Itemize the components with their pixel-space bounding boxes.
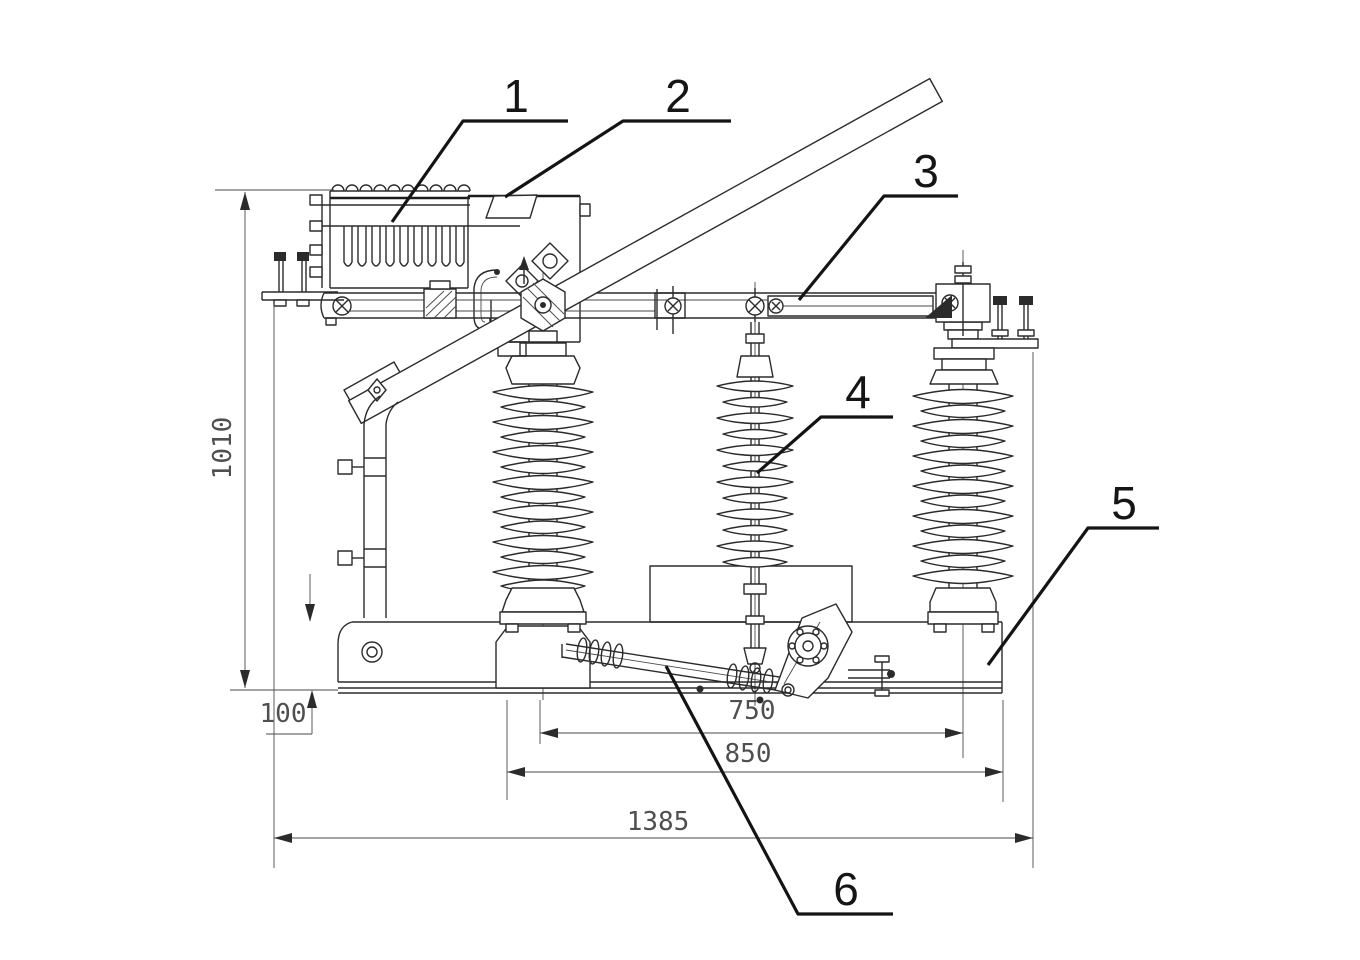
bolt-diamond <box>505 242 569 298</box>
callout-label: 3 <box>913 145 939 197</box>
callout-label: 4 <box>845 366 871 418</box>
callout-1: 1 <box>390 70 568 223</box>
callout-label: 1 <box>503 70 529 122</box>
lever-blade <box>348 77 943 425</box>
dimension-base-width-850: 850 <box>506 700 1004 802</box>
support-arm <box>363 395 399 618</box>
fins <box>343 226 465 267</box>
nameplate <box>485 194 538 219</box>
insulator-link-bolt <box>745 288 765 322</box>
operating-insulator <box>716 322 794 665</box>
callout-2: 2 <box>504 70 731 199</box>
indicator-arrow-icon <box>519 256 529 270</box>
main-link-bar <box>320 262 991 336</box>
callout-label: 6 <box>833 863 859 915</box>
left-terminal <box>261 252 344 307</box>
bar-end-bolt <box>332 296 352 316</box>
clamp-block <box>423 280 457 319</box>
base-frame <box>230 565 1003 694</box>
lever-pivot-hex <box>520 278 566 332</box>
rotating-insulator-pedestal <box>495 625 591 689</box>
mechanism-housing <box>467 194 591 357</box>
arc-chute-unit <box>309 184 520 289</box>
dimension-pole-spacing-750: 750 <box>539 696 963 744</box>
callout-3: 3 <box>797 145 958 302</box>
callout-5: 5 <box>986 477 1159 666</box>
bell-crank <box>774 603 853 699</box>
fixed-post-insulator <box>912 296 1039 633</box>
dimension-label: 850 <box>725 739 772 769</box>
rotating-post-insulator <box>492 330 594 633</box>
spring-coils <box>576 637 774 694</box>
adjusting-rod <box>767 295 934 317</box>
dimension-height-1010: 1010 <box>208 189 334 688</box>
coil-bumps <box>331 184 471 192</box>
arm-bolt <box>337 548 386 568</box>
dimension-label: 1385 <box>627 807 690 837</box>
drive-mechanism <box>561 603 895 704</box>
dimension-label: 100 <box>260 699 307 729</box>
dimension-label: 1010 <box>208 417 238 480</box>
dimension-overall-width-1385: 1385 <box>273 302 1034 868</box>
terminal-pad <box>951 338 1039 349</box>
mounting-hole <box>361 641 383 663</box>
operating-lever <box>337 77 943 618</box>
dimension-base-height-100: 100 <box>260 574 317 735</box>
callout-label: 5 <box>1111 477 1137 529</box>
callout-6: 6 <box>664 665 893 916</box>
dimension-label: 750 <box>729 696 776 726</box>
tie-rod <box>848 655 895 697</box>
arm-bolt <box>337 457 386 477</box>
bar-right-clevis <box>925 262 991 336</box>
bar-joint <box>654 286 686 334</box>
callout-label: 2 <box>665 70 691 122</box>
callout-4: 4 <box>755 366 893 475</box>
